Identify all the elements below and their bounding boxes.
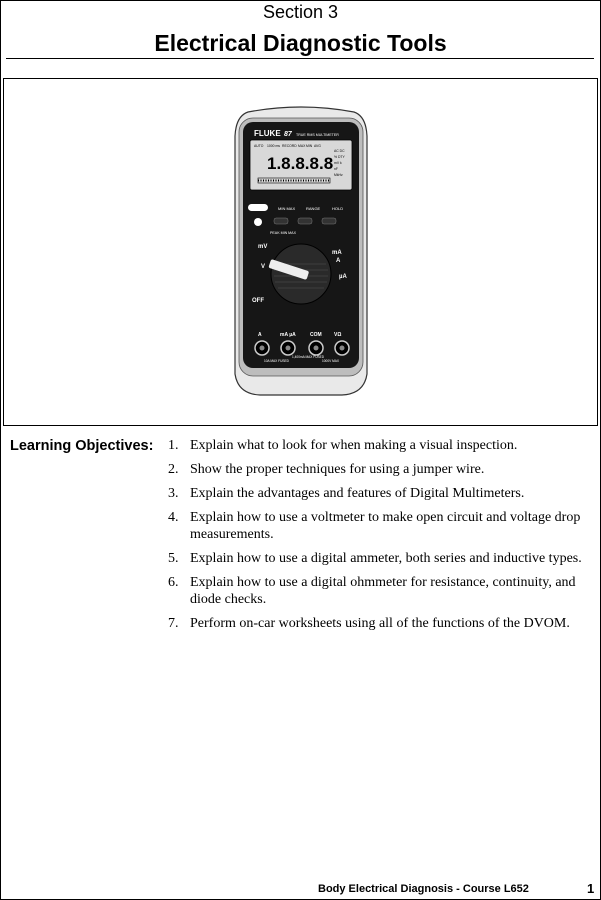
model-number: 87 — [284, 131, 293, 138]
peak-label: PEAK MIN MAX — [270, 231, 297, 235]
display-flag: MAX — [298, 144, 306, 148]
title-rule — [6, 58, 594, 59]
dial-label: mA — [332, 250, 342, 256]
page-title: Electrical Diagnostic Tools — [154, 30, 447, 56]
jack-label: COM — [310, 332, 322, 338]
page-number: 1 — [587, 881, 595, 896]
jack-note: 10A MAX FUSED — [264, 359, 290, 363]
display-flag: AVG — [314, 144, 321, 148]
list-item: 6.Explain how to use a digital ohmmeter … — [168, 575, 576, 607]
unit-flag: % DTY — [334, 155, 345, 159]
display-flag: RECORD — [282, 144, 297, 148]
learning-objectives-label: Learning Objectives: — [10, 438, 154, 454]
jack-note: 1000V MAX — [322, 359, 340, 363]
lcd-display — [249, 139, 353, 191]
figure-panel: FLUKE 87 TRUE RMS MULTIMETER AUTO 1000 m… — [3, 78, 598, 426]
jack-label: A — [258, 332, 262, 338]
hold-button: HOLD — [332, 206, 343, 211]
dial-pointer — [268, 259, 309, 280]
list-item: 5.Explain how to use a digital ammeter, … — [168, 551, 582, 566]
range-button: RANGE — [306, 206, 321, 211]
display-flag: AUTO — [254, 144, 264, 148]
jack-label: VΩ — [334, 332, 341, 338]
display-reading: 1.8.8.8.8 — [267, 154, 333, 173]
display-flag: 1000 ms — [267, 144, 280, 148]
list-item: 7.Perform on-car worksheets using all of… — [168, 616, 570, 631]
unit-flag: nF — [334, 167, 338, 171]
yellow-button — [248, 204, 268, 211]
dial-label: V — [261, 264, 265, 270]
dial-label: mV — [258, 244, 267, 250]
min-max-button: MIN MAX — [278, 206, 295, 211]
input-jacks — [254, 340, 350, 356]
jack-note: 1,400mA MAX FUSED — [292, 355, 325, 359]
section-label: Section 3 — [262, 2, 339, 22]
dial-label: µA — [339, 274, 347, 280]
dial-label: OFF — [252, 298, 264, 304]
unit-flag: mV k — [334, 161, 342, 165]
list-item: 3.Explain the advantages and features of… — [168, 486, 525, 501]
learning-objectives-list: 1.Explain what to look for when making a… — [168, 437, 600, 639]
multimeter-illustration: FLUKE 87 TRUE RMS MULTIMETER AUTO 1000 m… — [234, 106, 368, 396]
brand-logo: FLUKE — [254, 129, 281, 138]
jack-label: mA µA — [280, 332, 296, 338]
footer-course-title: Body Electrical Diagnosis - Course L652 — [318, 883, 529, 895]
power-button — [254, 218, 262, 226]
display-flag: MIN — [306, 144, 313, 148]
unit-flag: AC DC — [334, 149, 345, 153]
list-item: 1.Explain what to look for when making a… — [168, 438, 518, 453]
dial-label: A — [336, 258, 341, 264]
model-caption: TRUE RMS MULTIMETER — [296, 133, 339, 137]
list-item: 2.Show the proper techniques for using a… — [168, 462, 485, 477]
list-item: 4.Explain how to use a voltmeter to make… — [168, 510, 581, 542]
unit-flag: MkHz — [334, 173, 343, 177]
